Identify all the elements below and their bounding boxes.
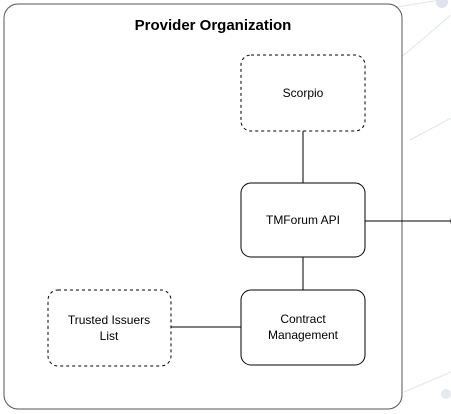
- node-tmforum-api[interactable]: TMForum API: [240, 182, 366, 258]
- connectors: [171, 131, 451, 328]
- node-contract-management[interactable]: Contract Management: [240, 289, 366, 366]
- node-contract-management-box: [240, 289, 366, 366]
- node-contract-management-label-line1: Contract: [280, 312, 326, 326]
- background-dot: [441, 389, 451, 399]
- node-tmforum-api-box: [240, 182, 366, 258]
- node-trusted-issuers-list-box: [47, 289, 172, 367]
- background-line: [409, 117, 451, 141]
- background-line: [397, 14, 451, 61]
- background-line: [389, 0, 441, 9]
- node-scorpio[interactable]: Scorpio: [240, 54, 366, 132]
- node-scorpio-label: Scorpio: [283, 86, 324, 100]
- background-line: [403, 371, 451, 393]
- node-trusted-issuers-list[interactable]: Trusted Issuers List: [47, 289, 172, 367]
- node-scorpio-box: [240, 54, 366, 132]
- node-contract-management-label-line2: Management: [268, 328, 339, 342]
- node-trusted-issuers-list-label-line2: List: [100, 329, 119, 343]
- background-decoration: [389, 0, 451, 399]
- container-title: Provider Organization: [135, 17, 292, 34]
- background-dot: [436, 0, 448, 8]
- node-trusted-issuers-list-label-line1: Trusted Issuers: [68, 313, 150, 327]
- node-tmforum-api-label: TMForum API: [266, 213, 340, 227]
